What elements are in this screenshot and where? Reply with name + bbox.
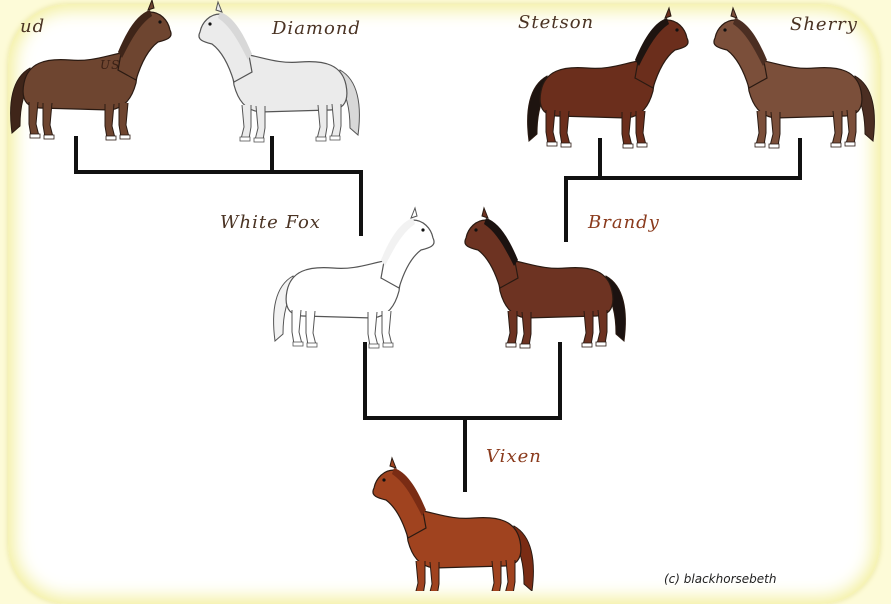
horse-eye — [675, 28, 678, 31]
horse-hoof — [831, 143, 841, 147]
label-ud: ud — [20, 16, 45, 37]
horse-hoof — [254, 138, 264, 142]
horse-leg — [368, 312, 378, 346]
horse-ear — [390, 458, 396, 468]
horse-leg — [560, 111, 570, 145]
horse-hoof — [44, 135, 54, 139]
horse-hoof — [582, 343, 592, 347]
horse-ear — [216, 2, 222, 12]
horse-leg — [29, 102, 39, 136]
horse-hoof — [520, 344, 530, 348]
horse-hoof — [623, 144, 633, 148]
horse-ear — [148, 0, 154, 10]
horse-hoof — [547, 142, 557, 146]
horse-eye — [421, 228, 424, 231]
connector-lines — [76, 138, 800, 490]
horse-hoof — [30, 134, 40, 138]
horse-hoof — [383, 343, 393, 347]
horse-hoof — [769, 144, 779, 148]
horse-leg — [43, 103, 53, 137]
label-stetson: Stetson — [518, 12, 594, 33]
horse-hoof — [120, 135, 130, 139]
credit-text: (c) blackhorsebeth — [664, 572, 776, 586]
horse-leg — [255, 106, 265, 140]
horse-leg — [507, 311, 517, 345]
horse-ear — [731, 8, 737, 18]
horse-leg — [597, 310, 607, 344]
label-white-fox: White Fox — [220, 212, 321, 233]
horse-leg — [306, 311, 316, 345]
horse-hoof — [369, 344, 379, 348]
horse-hoof — [240, 137, 250, 141]
horse-leg — [491, 561, 501, 591]
brand-mark: US — [100, 58, 120, 72]
label-vixen: Vixen — [486, 446, 542, 467]
horse-leg — [317, 105, 327, 139]
horse-leg — [382, 311, 392, 345]
horse-eye — [474, 228, 477, 231]
horse-vixen — [373, 458, 533, 591]
horse-leg — [505, 560, 515, 591]
label-diamond: Diamond — [272, 18, 361, 39]
horse-leg — [583, 311, 593, 345]
horse-leg — [415, 561, 425, 591]
horse-hoof — [637, 143, 647, 147]
horse-leg — [546, 110, 556, 144]
horse-leg — [331, 104, 341, 138]
label-brandy: Brandy — [588, 212, 660, 233]
horse-ear — [665, 8, 671, 18]
horse-hoof — [106, 136, 116, 140]
horse-leg — [756, 111, 766, 145]
horse-eye — [723, 28, 726, 31]
horse-hoof — [506, 343, 516, 347]
horse-leg — [770, 112, 780, 146]
horse-hoof — [845, 142, 855, 146]
horse-hoof — [561, 143, 571, 147]
horse-leg — [105, 104, 115, 138]
horse-leg — [119, 103, 129, 137]
horse-hoof — [330, 136, 340, 140]
pedigree-diagram — [0, 0, 891, 591]
horse-hoof — [755, 143, 765, 147]
horse-ear — [411, 208, 417, 218]
horse-leg — [241, 105, 251, 139]
horse-leg — [521, 312, 531, 346]
horse-hoof — [293, 342, 303, 346]
horse-leg — [429, 562, 439, 591]
horse-eye — [158, 20, 161, 23]
horse-hoof — [596, 342, 606, 346]
horse-leg — [832, 111, 842, 145]
horse-leg — [292, 310, 302, 344]
horse-leg — [846, 110, 856, 144]
horse-leg — [622, 112, 632, 146]
horse-leg — [636, 111, 646, 145]
horse-hoof — [316, 137, 326, 141]
label-sherry: Sherry — [790, 14, 858, 35]
horse-ear — [482, 208, 488, 218]
horse-hoof — [307, 343, 317, 347]
horse-eye — [208, 22, 211, 25]
horse-eye — [382, 478, 385, 481]
